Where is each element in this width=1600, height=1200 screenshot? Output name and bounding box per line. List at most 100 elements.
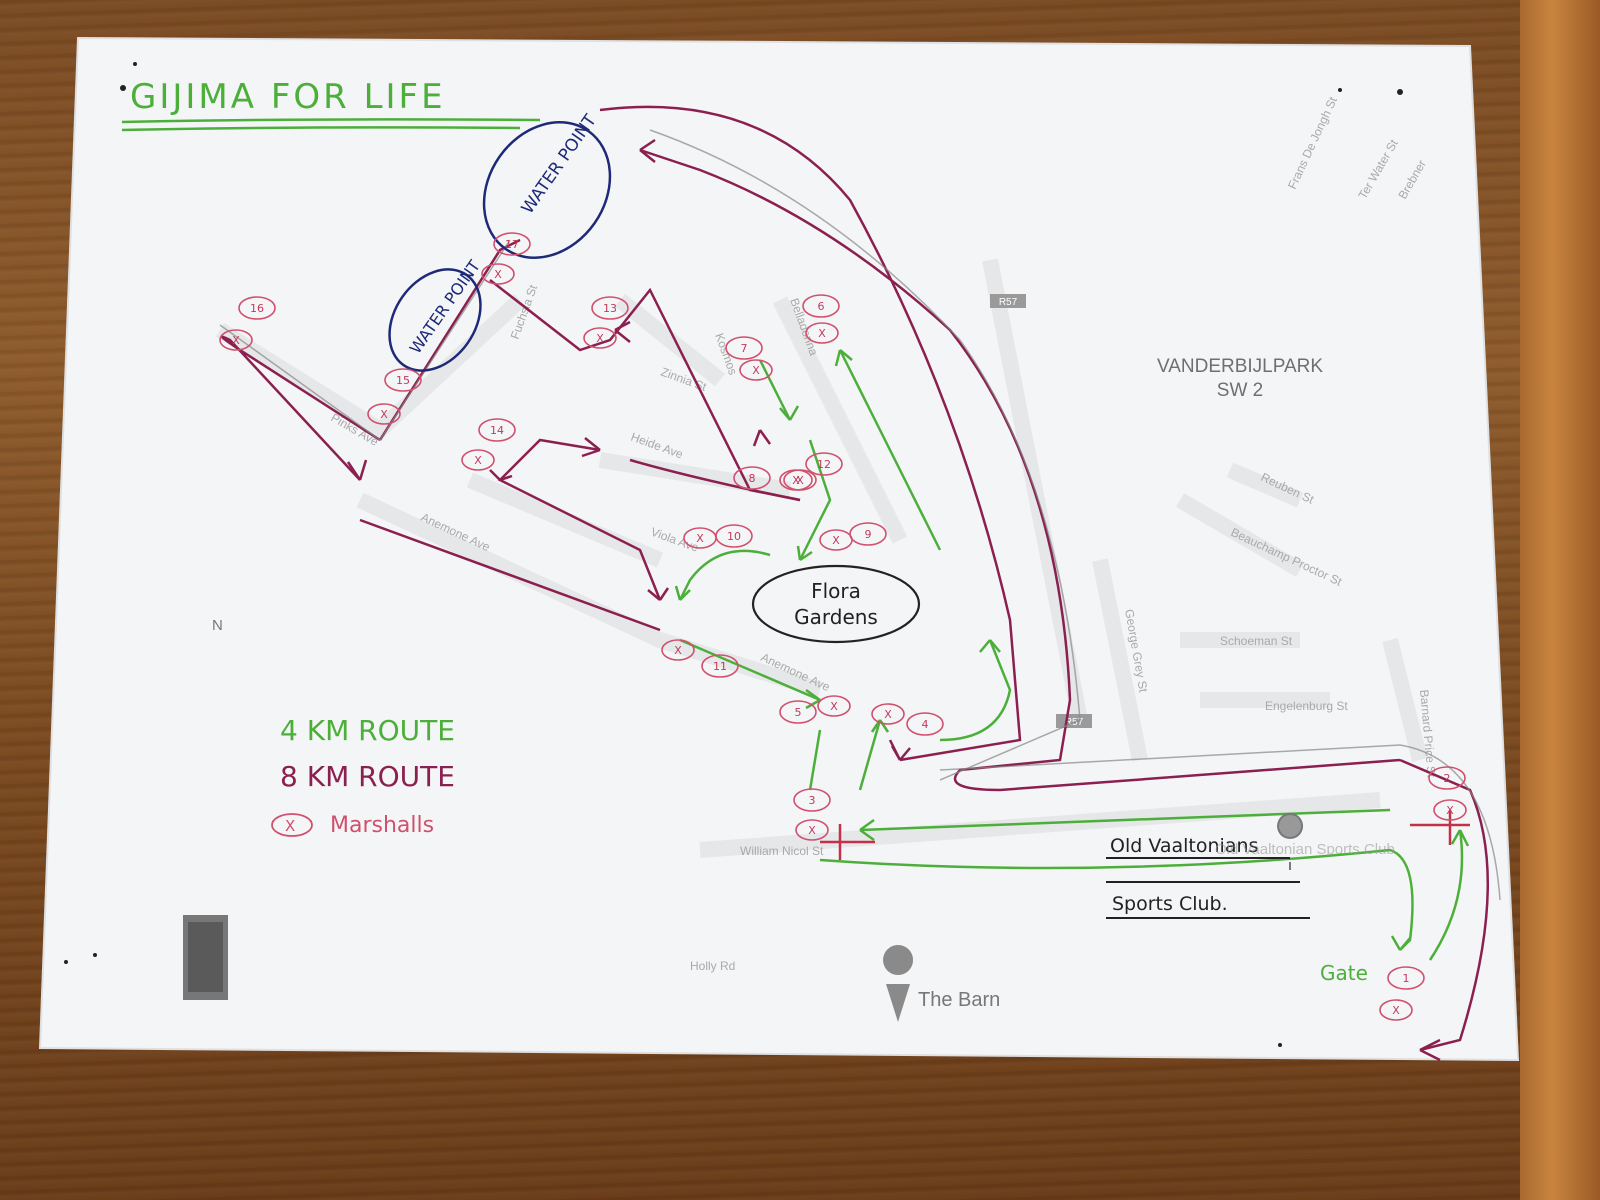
printed-road-network: [215, 258, 1428, 858]
svg-text:3: 3: [809, 794, 816, 807]
svg-text:The Barn: The Barn: [918, 989, 1000, 1011]
marshal-marker: 7X: [725, 336, 773, 381]
svg-text:X: X: [808, 824, 816, 837]
svg-text:Old Vaaltonian Sports Club: Old Vaaltonian Sports Club: [1215, 841, 1395, 858]
street-label: Schoeman St: [1220, 634, 1293, 648]
svg-text:4: 4: [922, 718, 929, 731]
arrow-head: [834, 349, 853, 367]
arrow-head: [890, 745, 911, 761]
arrow-head: [779, 405, 800, 421]
legend-marshal-symbol: [271, 813, 313, 837]
svg-text:12: 12: [817, 458, 831, 471]
marshal-marker: 14X: [461, 418, 516, 471]
marshal-marker: 1X: [1379, 966, 1425, 1021]
svg-text:X: X: [1446, 804, 1454, 817]
area-label: VANDERBIJLPARK: [1157, 356, 1323, 377]
route-arrows: [346, 138, 1470, 1062]
table-edge: [1520, 0, 1600, 1200]
arrow-head: [1450, 829, 1470, 847]
marshal-marker: 15X: [367, 368, 422, 425]
cross-mark: [820, 810, 1470, 860]
marshal-marker: 2X: [1428, 766, 1467, 821]
arrow-head: [796, 545, 813, 562]
svg-text:X: X: [494, 268, 502, 281]
marshal-marker: 11 X: [661, 639, 739, 678]
svg-text:X: X: [1392, 1004, 1400, 1017]
svg-text:Sports Club.: Sports Club.: [1112, 893, 1228, 915]
svg-text:7: 7: [741, 342, 748, 355]
marshal-marker: 4X: [871, 703, 944, 736]
arrow-head: [346, 459, 368, 481]
svg-text:X: X: [818, 327, 826, 340]
gate-label: Gate: [1320, 961, 1368, 985]
svg-text:X: X: [832, 534, 840, 547]
street-label: William Nicol St: [740, 844, 824, 858]
legend-4km: 4 KM ROUTE: [280, 714, 455, 747]
road-shield: R57: [1056, 714, 1092, 728]
arrow-head: [805, 688, 821, 710]
paper-sheet: [38, 36, 1520, 1062]
arrow-head: [614, 320, 631, 343]
svg-text:6: 6: [818, 300, 825, 313]
legend-8km: 8 KM ROUTE: [280, 760, 455, 793]
map-poi-the-barn: The Barn: [883, 945, 1000, 1022]
marshal-marker: 16X: [219, 296, 276, 351]
svg-text:X: X: [796, 474, 804, 487]
svg-text:2: 2: [1444, 772, 1451, 785]
svg-text:X: X: [596, 332, 604, 345]
svg-text:X: X: [674, 644, 682, 657]
arrow-head: [674, 585, 691, 601]
svg-text:10: 10: [727, 530, 741, 543]
svg-text:X: X: [285, 817, 295, 835]
arrow-head: [1419, 1038, 1441, 1062]
svg-text:Gardens: Gardens: [794, 605, 878, 629]
arrow-head: [979, 639, 1001, 653]
svg-text:X: X: [830, 700, 838, 713]
svg-text:Flora: Flora: [811, 579, 861, 603]
north-label: N: [212, 617, 223, 634]
title-underline: [121, 118, 541, 132]
arrow-head: [859, 818, 875, 842]
road-shield: R57: [990, 294, 1026, 308]
legend-marshals: Marshalls: [330, 813, 434, 838]
svg-text:Old Vaaltonians: Old Vaaltonians: [1110, 835, 1258, 857]
marshal-marker: 17X: [481, 232, 531, 285]
marshal-marker: 12X: [783, 452, 843, 491]
arrow-head: [752, 429, 772, 447]
arrow-head: [647, 587, 670, 601]
pencil-outline: [219, 129, 1501, 901]
marshal-marker: 3X: [793, 788, 831, 841]
arrow-head: [581, 437, 601, 458]
marshal-marker: 6X: [802, 294, 840, 344]
sports-club-label: Old Vaaltonians Sports Club.: [1106, 835, 1310, 919]
arrow-head: [1390, 935, 1411, 951]
marshal-marker: 13X: [583, 296, 629, 349]
svg-text:8: 8: [749, 472, 756, 485]
svg-text:1: 1: [1403, 972, 1410, 985]
street-label: Engelenburg St: [1265, 699, 1348, 713]
svg-text:X: X: [792, 474, 800, 487]
svg-text:X: X: [232, 334, 240, 347]
svg-text:X: X: [474, 454, 482, 467]
arrow-head: [489, 469, 513, 482]
svg-text:X: X: [884, 708, 892, 721]
area-label-sub: SW 2: [1217, 380, 1263, 401]
map-title: GIJIMA FOR LIFE: [130, 77, 446, 117]
svg-text:16: 16: [250, 302, 264, 315]
svg-text:13: 13: [603, 302, 617, 315]
svg-text:11: 11: [713, 660, 727, 673]
marshal-marker: 10 X: [683, 524, 753, 549]
route-4km-path: [678, 349, 1464, 961]
svg-text:X: X: [696, 532, 704, 545]
map-poi-sports-club: Old Vaaltonian Sports Club: [1215, 813, 1395, 870]
svg-text:14: 14: [490, 424, 504, 437]
svg-text:9: 9: [865, 528, 872, 541]
svg-text:X: X: [752, 364, 760, 377]
pin-holes: [64, 62, 1403, 1047]
legend: 4 KM ROUTE 8 KM ROUTE X Marshalls: [271, 714, 455, 838]
street-label: Holly Rd: [690, 959, 735, 973]
flora-gardens-label: Flora Gardens: [751, 564, 921, 644]
